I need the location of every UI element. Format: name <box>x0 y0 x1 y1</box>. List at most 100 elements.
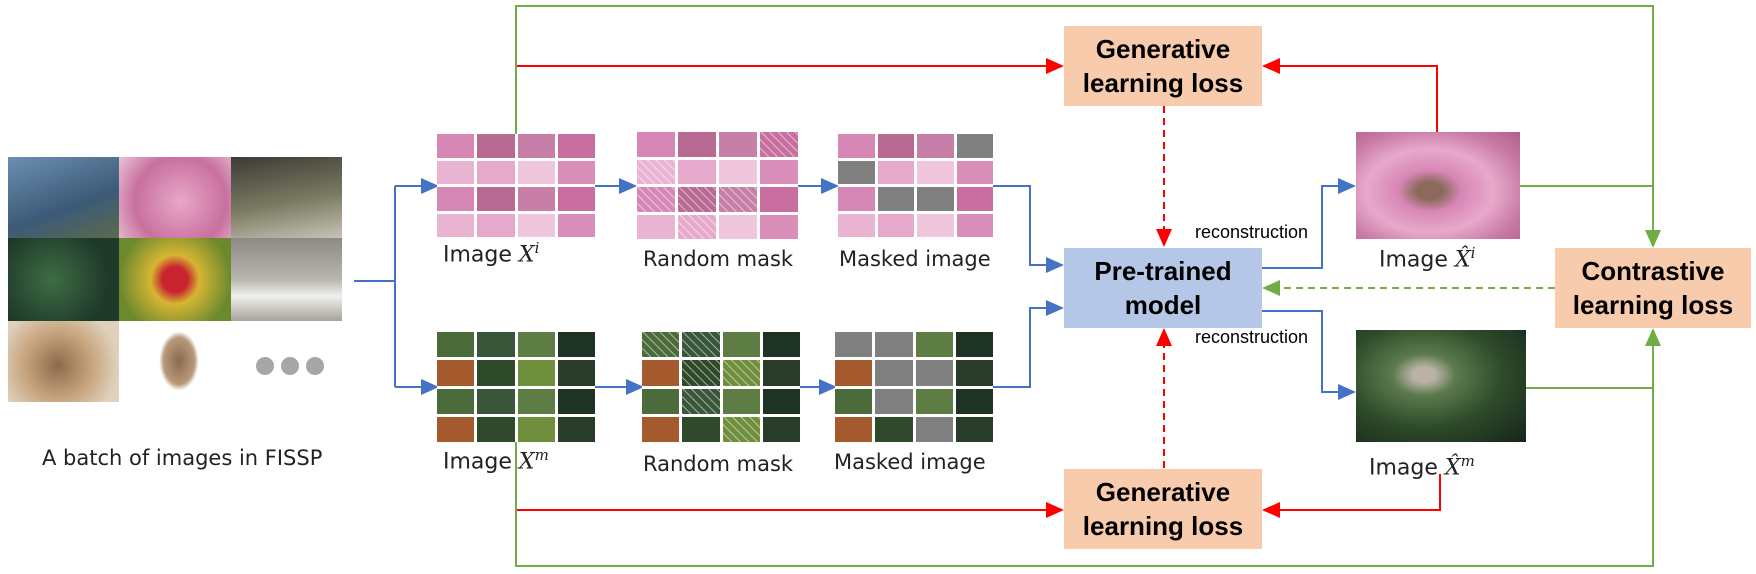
image-xm-patch <box>477 332 515 358</box>
pretrained-model-box: Pre-trained model <box>1064 248 1262 328</box>
masked-bottom-patch <box>875 332 913 358</box>
mask-top-patch <box>719 159 757 184</box>
generative-loss-bottom-box: Generative learning loss <box>1064 469 1262 549</box>
masked-image-bottom-label: Masked image <box>834 450 986 474</box>
masked-bottom-patch <box>955 416 993 442</box>
mask-bottom-patch <box>722 388 760 414</box>
masked-bottom-patch <box>915 332 953 358</box>
image-xm-patch <box>517 332 555 358</box>
mask-bottom-patch <box>762 388 800 414</box>
generative-loss-top-line2: learning loss <box>1082 68 1244 98</box>
mask-top-patch <box>760 187 798 212</box>
masked-bottom-patch <box>835 416 873 442</box>
mask-bottom-patch <box>642 332 680 358</box>
masked-top-patch <box>838 134 875 158</box>
mask-bottom-patch <box>762 332 800 358</box>
image-xm-patch <box>477 360 515 386</box>
image-xi-patch <box>557 160 595 184</box>
random-mask-top-label: Random mask <box>643 247 794 271</box>
masked-bottom-patch <box>915 416 953 442</box>
mask-top-patch <box>719 132 757 157</box>
generative-loss-top-box: Generative learning loss <box>1064 26 1262 106</box>
mask-bottom-patch <box>762 416 800 442</box>
masked-top-patch <box>956 134 993 158</box>
masked-top-patch <box>917 160 954 184</box>
masked-top-patch <box>877 213 914 237</box>
mask-bottom-patch <box>642 360 680 386</box>
masked-bottom-patch <box>875 388 913 414</box>
image-xm-patches <box>437 332 595 442</box>
contrastive-loss-line2: learning loss <box>1572 290 1734 320</box>
model-label-line2: model <box>1124 290 1202 320</box>
image-xi-patch <box>477 134 515 158</box>
blue-arrows <box>354 178 1356 400</box>
masked-top-patch <box>917 213 954 237</box>
mask-bottom-patch <box>682 332 720 358</box>
batch-thumb-duck <box>231 157 342 238</box>
reconstructed-image-xm <box>1356 330 1526 442</box>
masked-top-patch <box>956 213 993 237</box>
masked-bottom-patch <box>835 388 873 414</box>
image-xm-patch <box>557 388 595 414</box>
batch-thumb-flying-sparrow <box>119 321 231 402</box>
mask-bottom-patch <box>682 388 720 414</box>
reconstruction-label-top: reconstruction <box>1195 222 1309 242</box>
image-xm-patch <box>437 416 475 442</box>
batch-thumb-sparrow <box>8 321 119 402</box>
image-xi-patch <box>477 187 515 211</box>
mask-top-patch <box>637 214 675 239</box>
mask-top-patch <box>760 214 798 239</box>
image-xi-patch <box>437 213 475 237</box>
contrastive-loss-box: Contrastive learning loss <box>1555 248 1751 328</box>
image-xm-patch <box>557 332 595 358</box>
mask-bottom-patch <box>722 360 760 386</box>
arrow-model-to-recon-bottom <box>1262 310 1356 400</box>
masked-bottom-patch <box>915 360 953 386</box>
arrow-masked-bottom-to-model <box>993 300 1064 388</box>
image-xi-patches <box>437 134 595 237</box>
masked-bottom-patch <box>955 332 993 358</box>
image-xi-patch <box>517 187 555 211</box>
mask-bottom-patch <box>642 416 680 442</box>
arrow-recon-bottom-to-gen-loss <box>1262 474 1441 518</box>
generative-loss-bottom-line2: learning loss <box>1082 511 1244 541</box>
batch-thumb-toucans <box>8 157 119 238</box>
image-xm-patch <box>557 360 595 386</box>
masked-top-patch <box>877 160 914 184</box>
image-xi-patch <box>437 160 475 184</box>
image-xi-patch <box>557 187 595 211</box>
more-dots-icon <box>255 356 325 376</box>
mask-top-patch <box>637 132 675 157</box>
reconstruction-label-bottom: reconstruction <box>1195 327 1309 347</box>
image-xi-patch <box>477 160 515 184</box>
masked-top-patch <box>838 213 875 237</box>
masked-bottom-patch <box>955 388 993 414</box>
image-xi-patch <box>517 213 555 237</box>
image-xm-patch <box>477 388 515 414</box>
mask-top-patch <box>678 159 716 184</box>
image-xm-patch <box>437 360 475 386</box>
masked-bottom-patch <box>955 360 993 386</box>
batch-thumb-blossom-bird <box>119 157 231 238</box>
mask-bottom-patch <box>762 360 800 386</box>
masked-bottom-patch <box>915 388 953 414</box>
image-xi-patch <box>437 187 475 211</box>
mask-bottom-patch <box>642 388 680 414</box>
image-xm-patch <box>437 388 475 414</box>
mask-bottom-patch <box>682 416 720 442</box>
model-label-line1: Pre-trained <box>1094 256 1232 286</box>
masked-top-patch <box>917 187 954 211</box>
image-xm-patch <box>437 332 475 358</box>
masked-image-top <box>838 134 993 237</box>
arrow-xi-to-contrastive <box>515 5 1661 248</box>
masked-top-patch <box>956 187 993 211</box>
mask-top-patch <box>760 159 798 184</box>
masked-image-bottom <box>835 332 993 442</box>
masked-top-patch <box>917 134 954 158</box>
recon-xi-label: Image X̂i <box>1379 244 1476 273</box>
masked-bottom-patch <box>875 360 913 386</box>
green-arrows <box>515 5 1661 567</box>
generative-loss-bottom-line1: Generative <box>1095 477 1231 507</box>
